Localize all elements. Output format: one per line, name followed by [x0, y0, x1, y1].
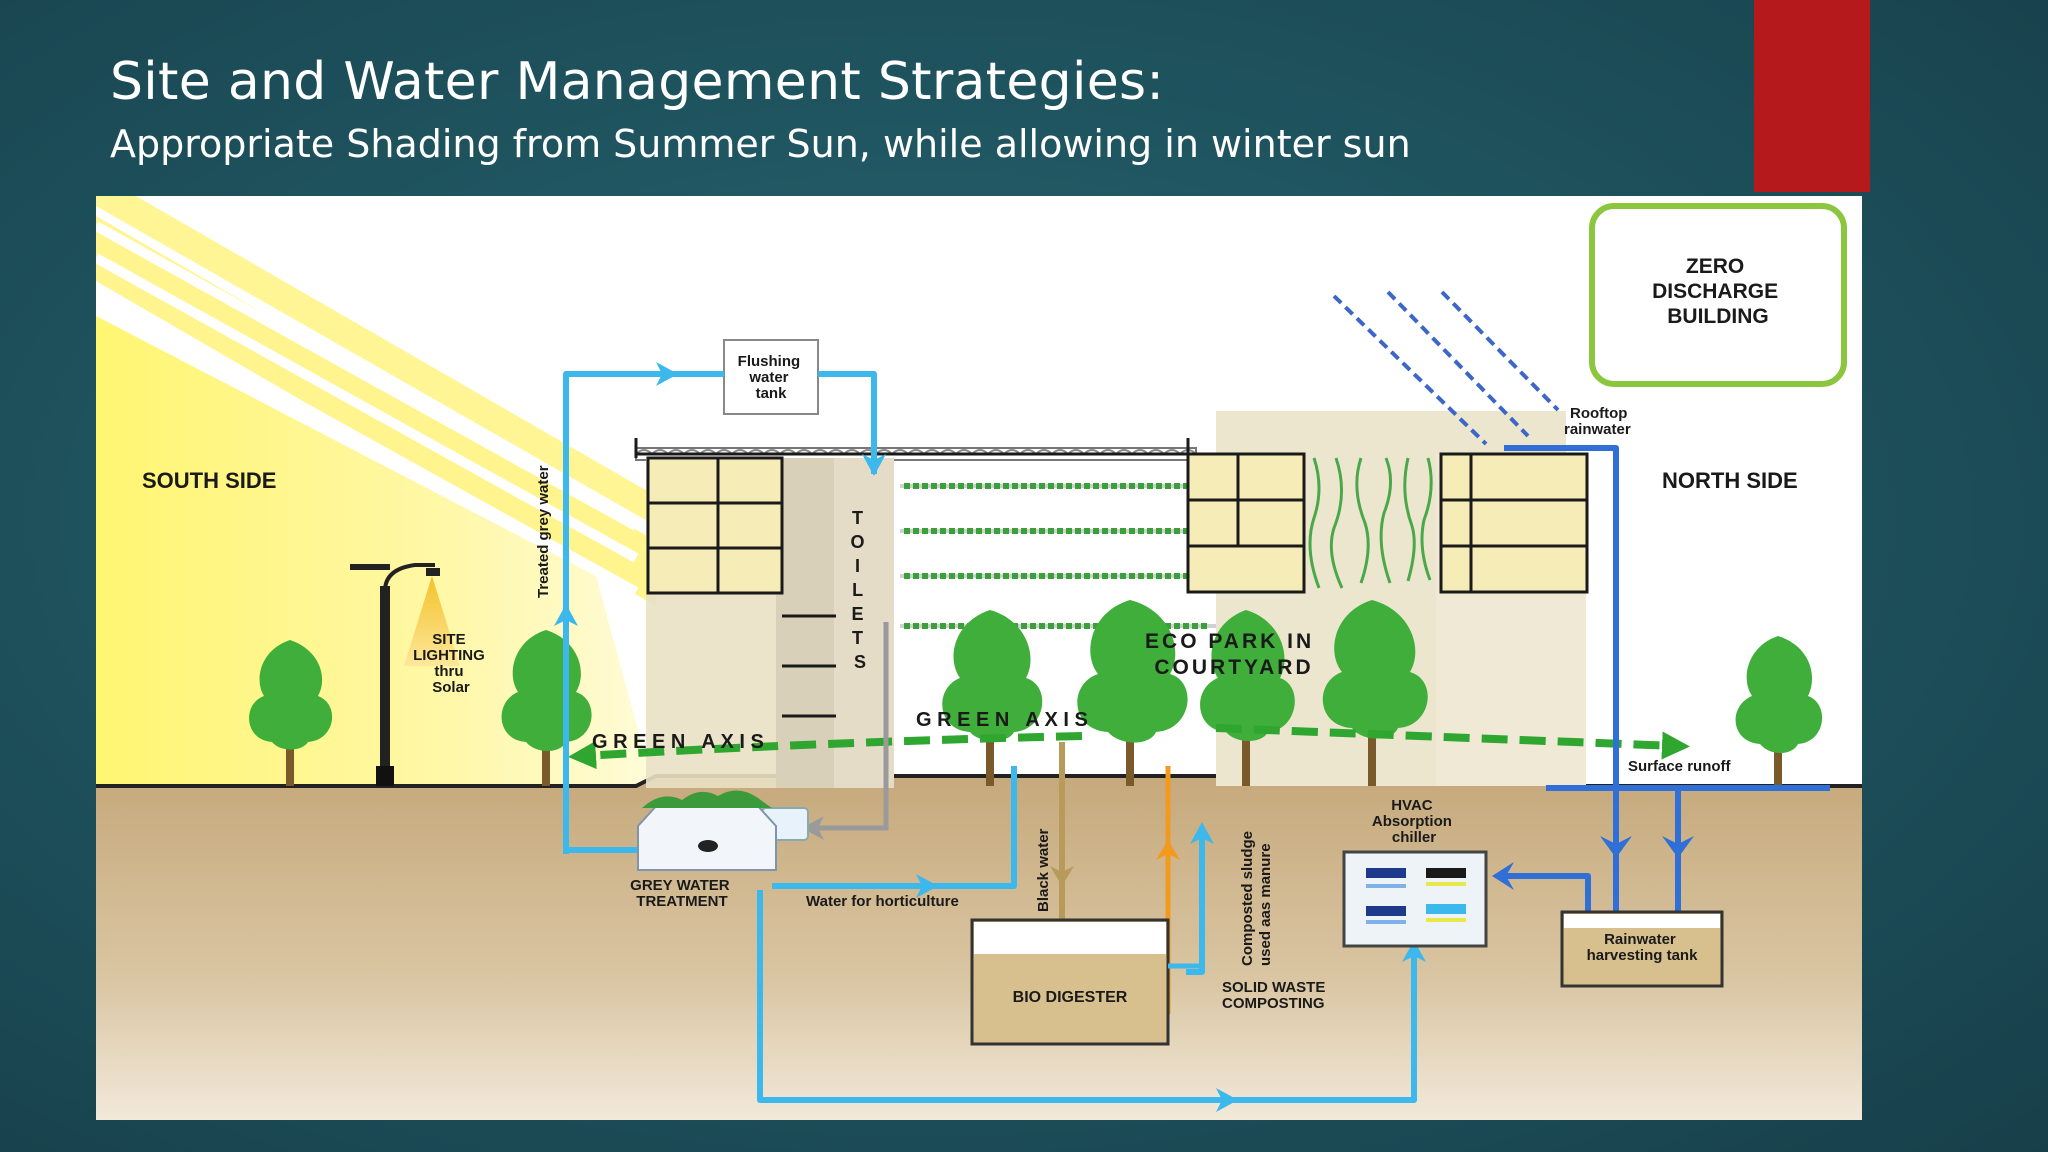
accent-bar [1754, 0, 1870, 192]
bio-digester-label: BIO DIGESTER [1013, 989, 1128, 1006]
grey-water-pipe [816, 622, 889, 831]
toilets-label: T O I L E T S [850, 508, 869, 672]
building [634, 411, 1589, 788]
flow-arrows [554, 362, 1426, 1112]
surface-runoff-label: Surface runoff [1628, 758, 1732, 775]
hvac-absorption-chiller [1342, 850, 1488, 948]
rooftop-rainwater-label: Rooftop rainwater [1564, 405, 1632, 438]
green-axis-left-label: G R E E N A X I S [592, 731, 764, 753]
rain-lines [1332, 290, 1560, 446]
solar-street-lamp [350, 563, 460, 786]
solid-waste-composting-label: SOLID WASTE COMPOSTING [1222, 979, 1330, 1012]
site-lighting-label: SITE LIGHTING thru Solar [413, 631, 489, 696]
slide-title: Site and Water Management Strategies: [110, 52, 1165, 112]
dark-blue-arrows [1492, 836, 1694, 890]
rainwater-harvesting-tank [1560, 910, 1724, 988]
hvac-label: HVAC Absorption chiller [1372, 797, 1456, 846]
trees [249, 600, 1823, 786]
green-axis [568, 724, 1690, 770]
grey-water-treatment-label: GREY WATER TREATMENT [630, 877, 734, 910]
flushing-tank-label: Flushing water tank [738, 353, 805, 402]
water-for-horticulture-label: Water for horticulture [806, 893, 959, 910]
eco-park-label: ECO PARK IN COURTYARD [1145, 630, 1323, 679]
zero-discharge-label: ZERO DISCHARGE BUILDING [1652, 255, 1784, 328]
black-water-label: Black water [1035, 828, 1052, 912]
rainwater-tank-label: Rainwater harvesting tank [1587, 931, 1699, 964]
zero-discharge-box [1589, 203, 1847, 387]
south-side-label: SOUTH SIDE [142, 468, 276, 493]
north-side-label: NORTH SIDE [1662, 468, 1798, 493]
water-management-diagram: ZERO DISCHARGE BUILDING Flushing water t… [96, 196, 1862, 1120]
treated-grey-water-label: Treated grey water [535, 465, 552, 598]
slide-subtitle: Appropriate Shading from Summer Sun, whi… [110, 122, 1411, 166]
bio-digester [970, 918, 1200, 1046]
composted-sludge-label: Composted sludge used aas manure [1239, 827, 1274, 966]
grey-water-treatment-unit [637, 790, 809, 871]
green-axis-right-label: G R E E N A X I S [916, 709, 1088, 731]
